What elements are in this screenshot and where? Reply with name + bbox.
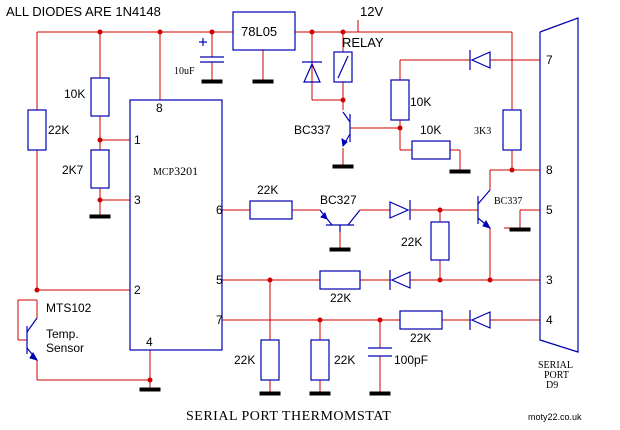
r-3k3-label: 3K3 (474, 126, 491, 137)
resistor-3k3 (502, 109, 522, 151)
adc-pin-6: 6 (216, 203, 223, 217)
adc-pin-5: 5 (216, 273, 223, 287)
adc-chip (129, 99, 223, 351)
resistor-22k-bottom-2 (310, 339, 330, 381)
connector-label-line3: D9 (546, 380, 558, 391)
r-relay-v-label: 10K (410, 95, 431, 109)
credit: moty22.co.uk (528, 412, 582, 422)
bc327-label: BC327 (320, 193, 357, 207)
resistor-22k-pin7 (399, 310, 443, 330)
wiring (17, 20, 540, 392)
ground-symbols (89, 79, 531, 396)
bc337-relay-label: BC337 (294, 123, 331, 137)
r-bottom2-label: 22K (334, 353, 355, 367)
resistor-22k-pin6 (249, 200, 293, 220)
connector-pin-5: 5 (546, 203, 553, 217)
diode-pin7 (469, 50, 491, 70)
relay-coil (333, 51, 353, 83)
sensor-desc-line2: Sensor (46, 341, 84, 355)
resistor-10k-top (90, 77, 110, 117)
diode-pin5-line (389, 270, 411, 290)
resistor-10k-relay-horizontal (411, 140, 451, 160)
adc-pin-8: 8 (156, 101, 163, 115)
sensor-part-label: MTS102 (46, 301, 92, 315)
r-left-label: 22K (48, 123, 69, 137)
supply-label: 12V (360, 4, 383, 19)
resistor-10k-relay-vertical (390, 79, 410, 121)
connector-label-line1: SERIAL (538, 360, 573, 371)
r-relay-h-label: 10K (420, 123, 441, 137)
r-top-label: 10K (64, 87, 85, 101)
adc-name: MCP3201 (153, 164, 198, 178)
connector-pin-4: 4 (546, 313, 553, 327)
transistor-bc327 (319, 209, 361, 232)
diode-pin6-path (389, 200, 411, 220)
relay-label: RELAY (342, 35, 384, 50)
r-pin7-label: 22K (410, 331, 431, 345)
adc-pin-2: 2 (134, 283, 141, 297)
resistor-22k-left (27, 109, 47, 151)
transistor-bc337-relay (341, 111, 351, 148)
sensor-desc-line1: Temp. (46, 327, 79, 341)
regulator-78l05 (232, 11, 296, 51)
r-mid-label: 2K7 (62, 163, 84, 177)
diode-pin4-line (469, 310, 491, 330)
connector-pin-3: 3 (546, 273, 553, 287)
r-bottom1-label: 22K (234, 353, 255, 367)
adc-pin-1: 1 (134, 133, 141, 147)
adc-pin-4: 4 (146, 335, 153, 349)
connector-pin-7: 7 (546, 53, 553, 67)
connector-pin-8: 8 (546, 163, 553, 177)
r-pnp-base-label: 22K (401, 235, 422, 249)
serial-port-d9-connector (539, 17, 579, 353)
capacitor-10uf (199, 38, 224, 63)
regulator-label: 78L05 (241, 24, 277, 39)
capacitor-100pf (368, 347, 392, 357)
capacitor-100pf-label: 100pF (394, 353, 428, 367)
resistor-22k-pin5 (319, 270, 361, 290)
resistor-2k7 (90, 149, 110, 189)
resistor-22k-bottom-1 (260, 339, 280, 381)
resistor-22k-pnp-base (430, 221, 450, 261)
transistor-bc337-output (477, 189, 492, 229)
labels: ALL DIODES ARE 1N4148 12V 78L05 RELAY 10… (6, 4, 582, 424)
diode-relay-flyback (302, 61, 322, 83)
r-pin6-label: 22K (257, 183, 278, 197)
adc-pin-3: 3 (134, 193, 141, 207)
header-note: ALL DIODES ARE 1N4148 (6, 4, 161, 19)
r-pin5-label: 22K (330, 291, 351, 305)
diagram-title: SERIAL PORT THERMOMSTAT (186, 409, 391, 424)
capacitor-10uf-label: 10uF (174, 66, 195, 77)
temperature-sensor-mts102 (26, 300, 39, 361)
adc-pin-7: 7 (216, 313, 223, 327)
bc337-output-label: BC337 (494, 196, 522, 207)
connector-label-line2: PORT (544, 370, 569, 381)
